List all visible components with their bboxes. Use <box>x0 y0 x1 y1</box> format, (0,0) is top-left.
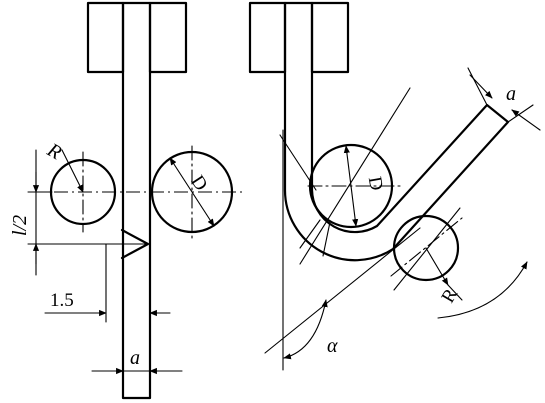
left-thickness-label: a <box>130 347 140 369</box>
right-clamp-block-right <box>310 1 350 74</box>
left-clamp-block-right <box>148 1 188 74</box>
left-clamp-block-left <box>86 1 125 74</box>
right-diameter-label: D <box>364 175 387 192</box>
right-diameter-line <box>343 145 359 227</box>
right-thickness-dimension-line <box>469 74 493 99</box>
right-angle-reference-line <box>264 227 421 354</box>
half-length-label: l/2 <box>9 215 31 236</box>
offset-label: 1.5 <box>50 290 74 311</box>
right-view: D R a α <box>248 1 541 371</box>
right-clamp-block-left <box>248 1 287 74</box>
angle-arc <box>283 299 328 360</box>
left-workpiece-strip <box>121 1 152 400</box>
left-radius-label: R <box>43 138 65 164</box>
right-lower-roller <box>392 214 460 282</box>
angle-label: α <box>327 335 338 357</box>
left-diameter-line <box>169 157 215 227</box>
left-diameter-label: D <box>186 172 211 195</box>
rotation-direction-arrow <box>437 261 528 319</box>
right-radius-leader <box>425 247 449 286</box>
right-thickness-label: a <box>506 83 516 105</box>
right-radius-label: R <box>437 285 462 307</box>
left-view: R D l/2 1.5 a <box>9 1 242 400</box>
left-radius-leader <box>61 149 84 193</box>
